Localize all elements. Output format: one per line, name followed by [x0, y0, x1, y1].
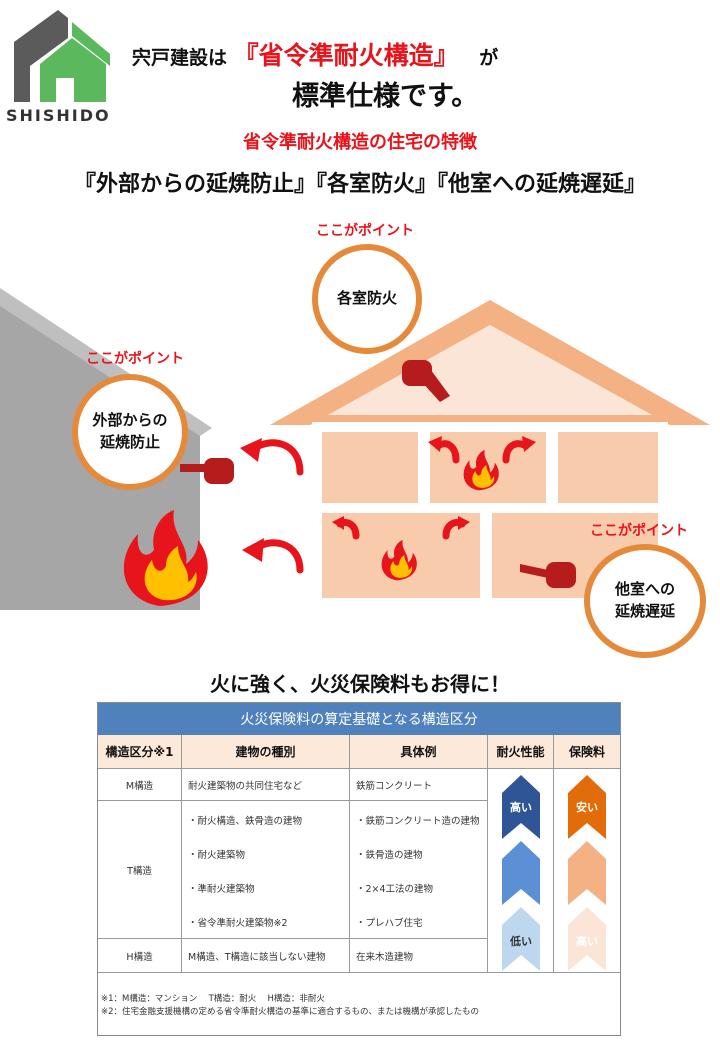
perf-high-label: 高い	[510, 801, 532, 814]
table-cell: ・鉄筋コンクリート造の建物 ・鉄骨造の建物 ・2×4工法の建物 ・プレハブ住宅	[350, 801, 488, 939]
premium-arrows	[568, 775, 606, 971]
logo-text: SHISHIDO	[6, 106, 111, 125]
column-header: 保険料	[554, 735, 620, 769]
point-circle-exterior: 外部からの 延焼防止	[72, 374, 188, 490]
table-notes: ※1：M構造：マンション T構造：耐火 H構造：非耐火 ※2：住宅金融支援機構の…	[101, 993, 479, 1019]
point-label: ここがポイント	[590, 523, 688, 539]
house-illustration	[0, 288, 710, 610]
note-line: ※1：M構造：マンション T構造：耐火 H構造：非耐火	[101, 994, 325, 1004]
perf-arrow-high	[502, 775, 540, 839]
perf-arrow-low	[502, 907, 540, 971]
column-header: 構造区分※1	[98, 735, 182, 769]
prem-high-label: 高い	[576, 935, 598, 948]
table-title: 火災保険料の算定基礎となる構造区分	[98, 703, 620, 735]
table-cell: M構造、T構造に該当しない建物	[182, 939, 350, 973]
prem-arrow-high	[568, 907, 606, 971]
house-logo-icon	[14, 10, 110, 102]
row-label-m: M構造	[98, 769, 182, 801]
row-label-h: H構造	[98, 939, 182, 973]
insurance-table: 火災保険料の算定基礎となる構造区分 構造区分※1 建物の種別 具体例 耐火性能 …	[97, 702, 621, 1036]
performance-arrows	[502, 775, 540, 971]
point-text: 延焼防止	[99, 433, 160, 451]
pointing-hand-icon	[180, 458, 234, 484]
table-cell: 耐火建築物の共同住宅など	[182, 769, 350, 801]
headline-line2: 標準仕様です。	[292, 81, 479, 112]
point-text: 他室への	[614, 580, 675, 599]
point-text: 延焼遅延	[614, 602, 675, 620]
point-label: ここがポイント	[316, 223, 414, 239]
point-circle-rooms: 各室防火	[312, 244, 422, 354]
prem-low-label: 安い	[576, 801, 598, 814]
perf-low-label: 低い	[510, 935, 532, 948]
perf-arrow-mid	[502, 841, 540, 905]
headline: 宍戸建設は 『省令準耐火構造』 が	[132, 36, 498, 72]
headline-prefix: 宍戸建設は	[132, 47, 228, 69]
headline-highlight: 『省令準耐火構造』	[233, 41, 459, 70]
column-header: 耐火性能	[488, 735, 554, 769]
table-cell: ・耐火構造、鉄骨造の建物 ・耐火建築物 ・準耐火建築物 ・省令準耐火建築物※2	[182, 801, 350, 939]
point-text: 各室防火	[336, 289, 397, 308]
headline-suffix: が	[479, 47, 499, 69]
features-title: 省令準耐火構造の住宅の特徴	[243, 132, 477, 153]
fire-icon	[381, 540, 417, 581]
column-header: 具体例	[350, 735, 488, 769]
features-list: 『外部からの延焼防止』『各室防火』『他室への延焼遅延』	[73, 172, 646, 197]
point-circle-other-rooms: 他室への 延焼遅延	[584, 544, 706, 658]
column-header: 建物の種別	[182, 735, 350, 769]
fire-icon	[123, 510, 208, 606]
performance-cell: 高い 低い	[488, 769, 554, 973]
insurance-headline: 火に強く、火災保険料もお得に！	[210, 672, 510, 696]
pointing-hand-icon	[402, 360, 450, 402]
note-line: ※2：住宅金融支援機構の定める省令準耐火構造の基準に適合するもの、または機構が承…	[101, 1007, 480, 1018]
point-label: ここがポイント	[86, 351, 184, 367]
prem-arrow-mid	[568, 841, 606, 905]
row-label-t: T構造	[98, 801, 182, 939]
table-cell: 鉄筋コンクリート	[350, 769, 488, 801]
prem-arrow-low	[568, 775, 606, 839]
table-cell: 在来木造建物	[350, 939, 488, 973]
fire-icon	[463, 450, 499, 491]
pointing-hand-icon	[520, 562, 576, 588]
logo	[6, 8, 114, 104]
point-text: 外部からの	[92, 411, 168, 430]
premium-cell: 安い 高い	[554, 769, 620, 973]
